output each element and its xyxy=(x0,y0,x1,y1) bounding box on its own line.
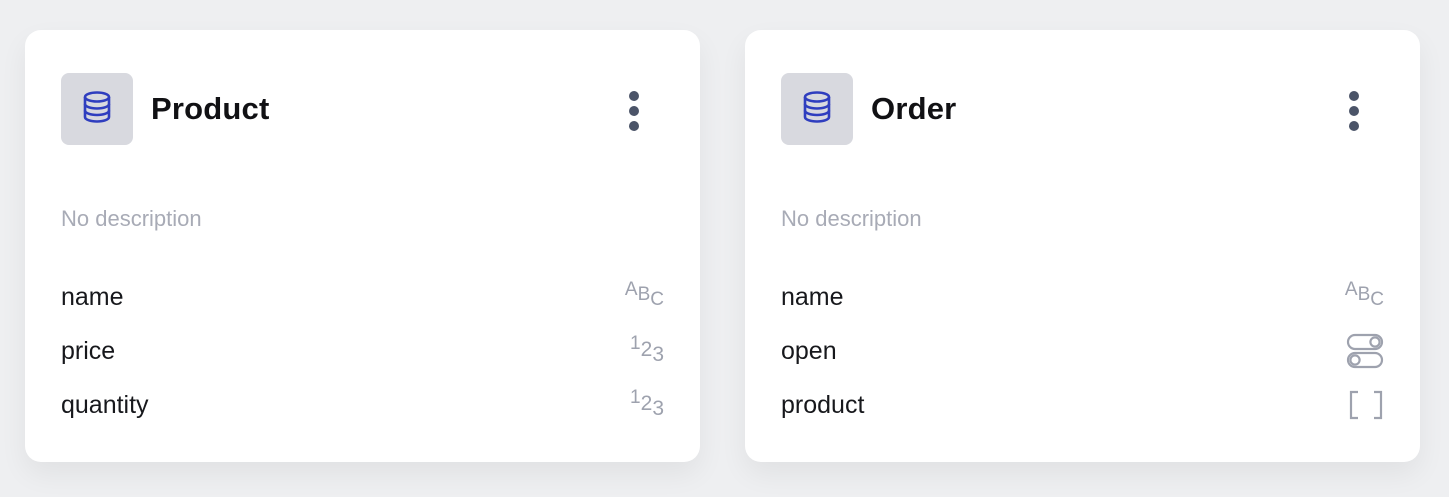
field-name: price xyxy=(61,337,116,365)
field-name: name xyxy=(61,283,124,311)
database-icon xyxy=(80,90,114,129)
model-title: Order xyxy=(871,91,957,126)
field-name: open xyxy=(781,337,837,365)
field-row[interactable]: product xyxy=(781,378,1384,432)
toggle-type-icon xyxy=(1324,324,1384,378)
model-title: Product xyxy=(151,91,270,126)
model-icon-tile xyxy=(781,73,853,145)
field-name: quantity xyxy=(61,391,149,419)
kebab-menu-icon[interactable] xyxy=(1338,89,1370,133)
card-header: Order xyxy=(781,73,1384,145)
kebab-menu-icon[interactable] xyxy=(618,89,650,133)
field-name: product xyxy=(781,391,865,419)
model-description: No description xyxy=(781,206,922,231)
database-icon xyxy=(800,90,834,129)
field-name: name xyxy=(781,283,844,311)
list-type-icon xyxy=(1324,378,1384,432)
model-icon-tile xyxy=(61,73,133,145)
card-header: Product xyxy=(61,73,664,145)
field-row[interactable]: open xyxy=(781,324,1384,378)
model-description: No description xyxy=(61,206,202,231)
